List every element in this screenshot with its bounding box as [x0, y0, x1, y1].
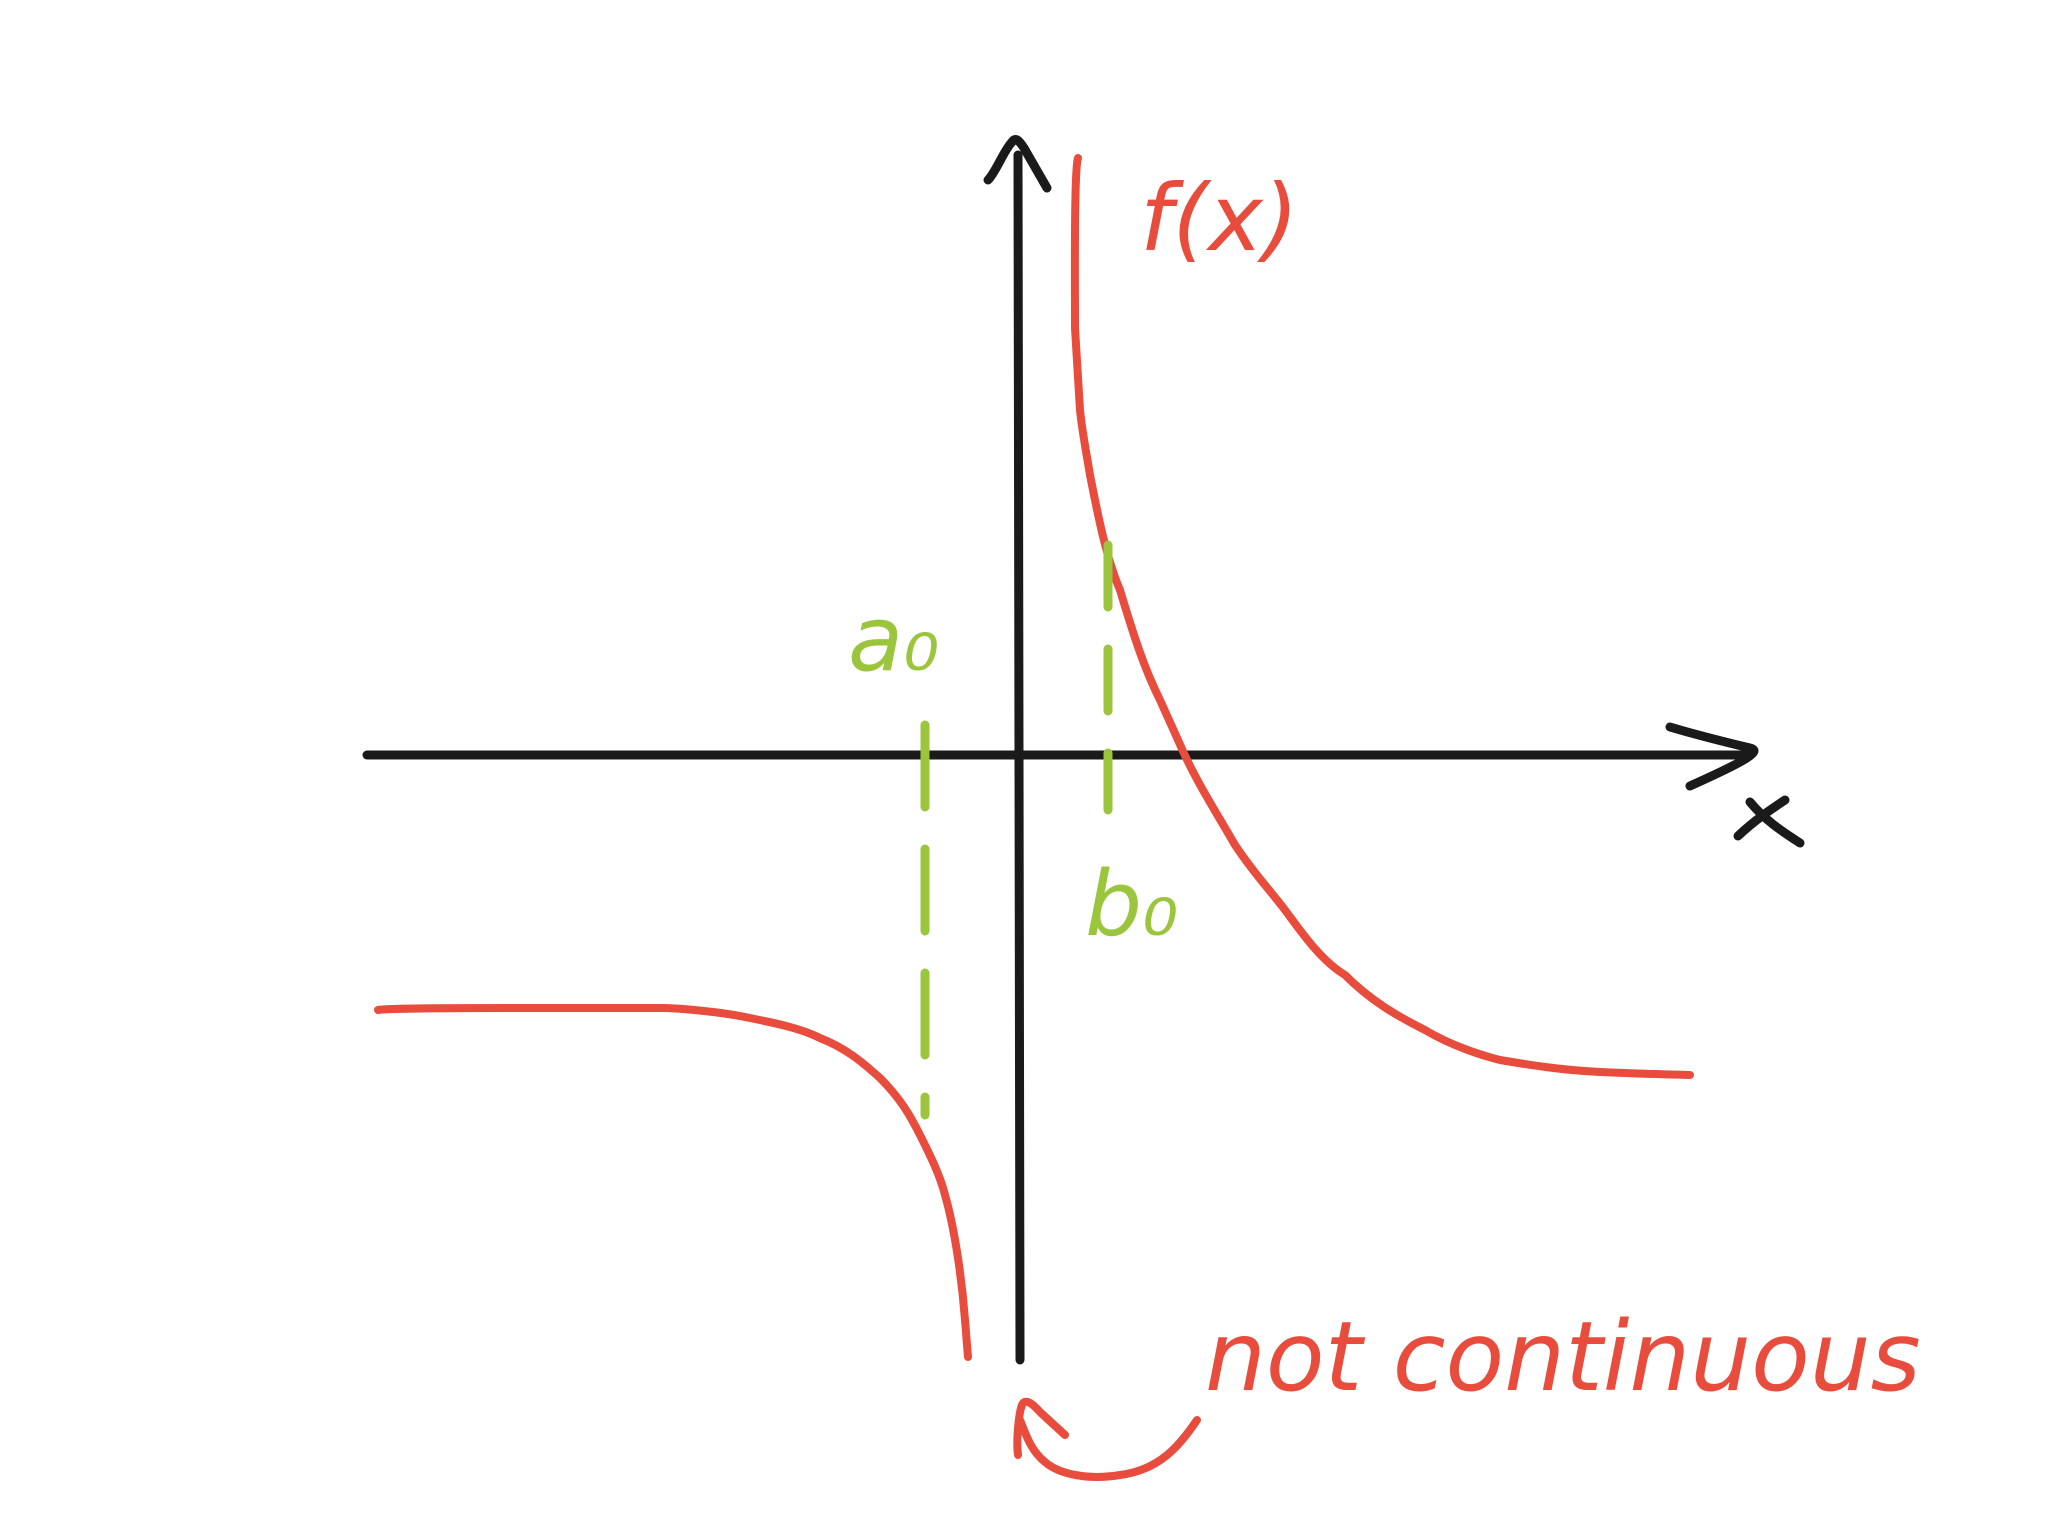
x-axis-letter-stroke-1 — [1745, 797, 1805, 848]
curve-left-branch — [374, 1004, 972, 1361]
arrow-shaft — [1016, 1416, 1201, 1481]
x-axis-letter-stroke-2 — [1733, 795, 1790, 841]
curve-right-branch — [1070, 154, 1694, 1079]
y-axis-arrowhead — [983, 135, 1052, 193]
y-axis-line — [1013, 150, 1025, 1365]
function-curve — [374, 154, 1694, 1361]
guide-lines — [920, 540, 1113, 1120]
annotation-arrow — [1013, 1397, 1201, 1481]
axes — [362, 135, 1805, 1365]
point-b-label: b₀ — [1085, 852, 1178, 957]
x-axis-arrowhead — [1665, 722, 1759, 791]
arrow-head — [1013, 1397, 1069, 1459]
annotation-text: not continuous — [1205, 1301, 1921, 1413]
point-a-label: a₀ — [848, 587, 939, 692]
function-label: f(x) — [1140, 165, 1299, 272]
